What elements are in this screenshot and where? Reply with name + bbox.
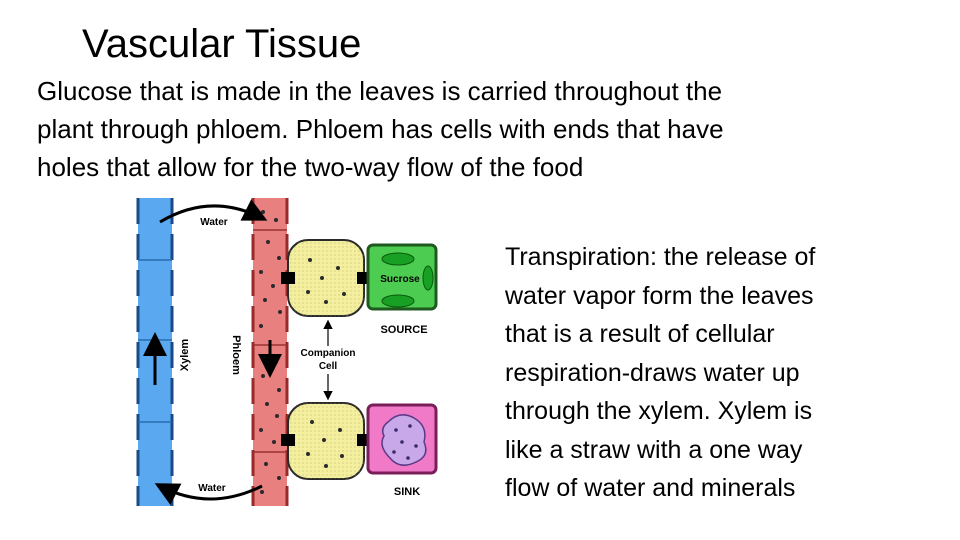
intro-line: Glucose that is made in the leaves is ca… bbox=[37, 76, 723, 106]
slide-title: Vascular Tissue bbox=[82, 22, 362, 66]
transpiration-paragraph: Transpiration: the release of water vapo… bbox=[505, 238, 935, 508]
xylem-tube bbox=[136, 198, 174, 506]
sink-cell bbox=[366, 403, 438, 475]
companion-cell-top bbox=[281, 239, 371, 317]
side-line: that is a result of cellular bbox=[505, 320, 775, 348]
source-label: SOURCE bbox=[380, 324, 427, 336]
phloem-tube bbox=[251, 198, 289, 506]
side-line: water vapor form the leaves bbox=[505, 281, 814, 310]
phloem-label: Phloem bbox=[230, 335, 242, 375]
sink-label: SINK bbox=[394, 486, 420, 498]
side-line: flow of water and minerals bbox=[505, 474, 796, 502]
water-label-top: Water bbox=[200, 217, 228, 228]
side-line: respiration-draws water up bbox=[505, 358, 800, 387]
xylem-label: Xylem bbox=[179, 339, 191, 372]
intro-line: plant through phloem. Phloem has cells w… bbox=[37, 114, 724, 144]
vascular-tissue-diagram: Water Water Xylem Phloem Sucrose SOURCE … bbox=[136, 198, 438, 506]
side-line: through the xylem. Xylem is bbox=[505, 397, 813, 425]
side-line: like a straw with a one way bbox=[505, 435, 803, 464]
source-cell: Sucrose bbox=[366, 243, 438, 311]
companion-cell-bottom bbox=[281, 402, 371, 480]
water-arrow-bottom bbox=[154, 483, 263, 505]
side-line: Transpiration: the release of bbox=[505, 243, 816, 271]
intro-line: holes that allow for the two-way flow of… bbox=[37, 152, 584, 182]
water-arrow-top bbox=[159, 199, 268, 224]
companion-cell-label-line1: Companion bbox=[301, 348, 356, 359]
sucrose-label: Sucrose bbox=[380, 274, 420, 285]
water-label-bottom: Water bbox=[198, 483, 226, 494]
intro-paragraph: Glucose that is made in the leaves is ca… bbox=[37, 72, 937, 186]
companion-cell-label-line2: Cell bbox=[319, 361, 338, 372]
